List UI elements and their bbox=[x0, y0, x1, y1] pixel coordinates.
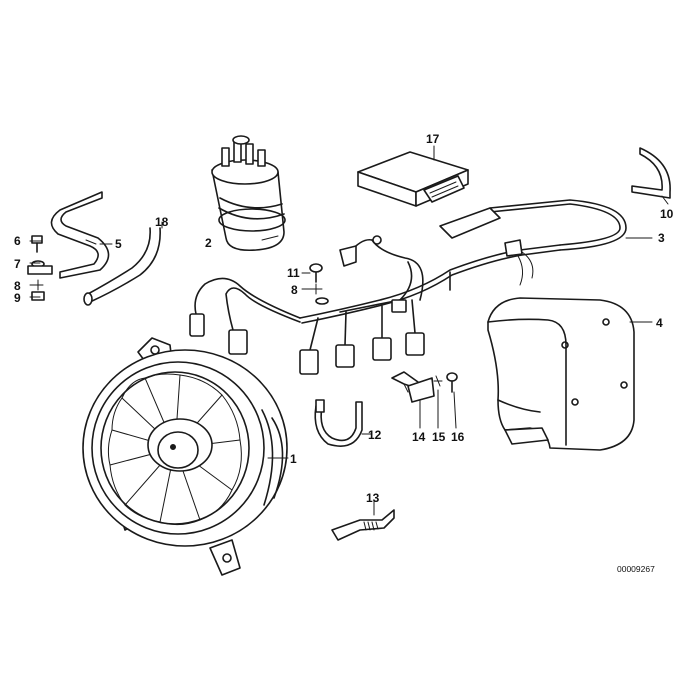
part-label-6: 6 bbox=[14, 234, 21, 248]
part-label-1: 1 bbox=[290, 452, 297, 466]
ignition-coil-drawing bbox=[211, 135, 286, 252]
leader-lines bbox=[29, 145, 669, 516]
fasteners-left-drawing bbox=[27, 235, 53, 301]
part-label-11: 11 bbox=[287, 266, 300, 280]
part-label-8-left: 8 bbox=[14, 279, 21, 293]
part-label-18: 18 bbox=[155, 215, 169, 229]
part-label-16: 16 bbox=[451, 430, 465, 444]
part-label-13: 13 bbox=[366, 491, 380, 505]
part-label-2: 2 bbox=[205, 236, 212, 250]
cover-drawing bbox=[487, 297, 635, 451]
part-label-14: 14 bbox=[412, 430, 426, 444]
part-label-8-center: 8 bbox=[291, 283, 298, 297]
part-label-17: 17 bbox=[426, 132, 440, 146]
hose-drawing bbox=[83, 227, 161, 306]
part-label-12: 12 bbox=[368, 428, 382, 442]
relay-parts-drawing bbox=[391, 371, 458, 403]
p-clip-drawing bbox=[314, 399, 363, 447]
part-label-15: 15 bbox=[432, 430, 446, 444]
part-label-3: 3 bbox=[658, 231, 665, 245]
control-unit-drawing bbox=[357, 151, 469, 207]
clamp-drawing bbox=[631, 147, 671, 199]
alternator-drawing bbox=[82, 337, 288, 576]
part-label-5: 5 bbox=[115, 237, 122, 251]
part-label-7: 7 bbox=[14, 257, 21, 271]
diagram-reference-number: 00009267 bbox=[617, 564, 655, 574]
wiring-harness-drawing bbox=[189, 199, 627, 375]
bracket-drawing bbox=[50, 191, 110, 279]
fasteners-center-drawing bbox=[309, 263, 329, 305]
part-label-10: 10 bbox=[660, 207, 674, 221]
part-label-4: 4 bbox=[656, 316, 663, 330]
part-label-9: 9 bbox=[14, 291, 21, 305]
strap-drawing bbox=[331, 509, 395, 541]
